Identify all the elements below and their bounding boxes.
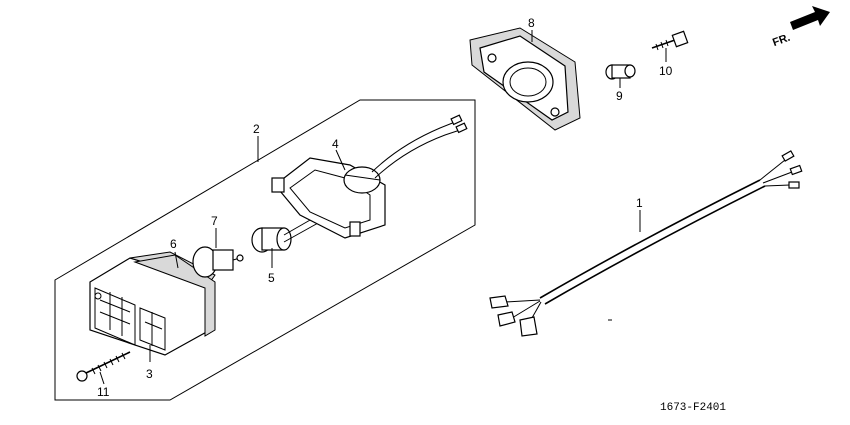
screw [76, 351, 131, 382]
base-wires [371, 114, 468, 179]
bulb [192, 246, 244, 278]
callout-6: 6 [170, 237, 177, 251]
callout-7: 7 [211, 214, 218, 228]
callout-9: 9 [616, 89, 623, 103]
callout-10: 10 [659, 64, 673, 78]
callout-1: 1 [636, 196, 643, 210]
callout-5: 5 [268, 271, 275, 285]
drawing-code: 1673-F2401 [660, 402, 726, 414]
direction-label: FR. [771, 32, 792, 49]
gasket [133, 254, 216, 337]
mount-plate [469, 27, 581, 131]
callout-11: 11 [97, 385, 110, 399]
front-direction-arrow-icon [790, 6, 830, 30]
socket [251, 199, 346, 253]
callout-3: 3 [146, 367, 153, 381]
callout-4: 4 [332, 137, 339, 151]
collar [605, 64, 636, 80]
leader-lines [99, 30, 667, 385]
callout-2: 2 [253, 122, 260, 136]
callout-8: 8 [528, 16, 535, 30]
assembly-boundary [54, 99, 476, 401]
lamp-base [271, 157, 386, 239]
wire-harness [489, 150, 803, 337]
bolt [651, 30, 689, 51]
